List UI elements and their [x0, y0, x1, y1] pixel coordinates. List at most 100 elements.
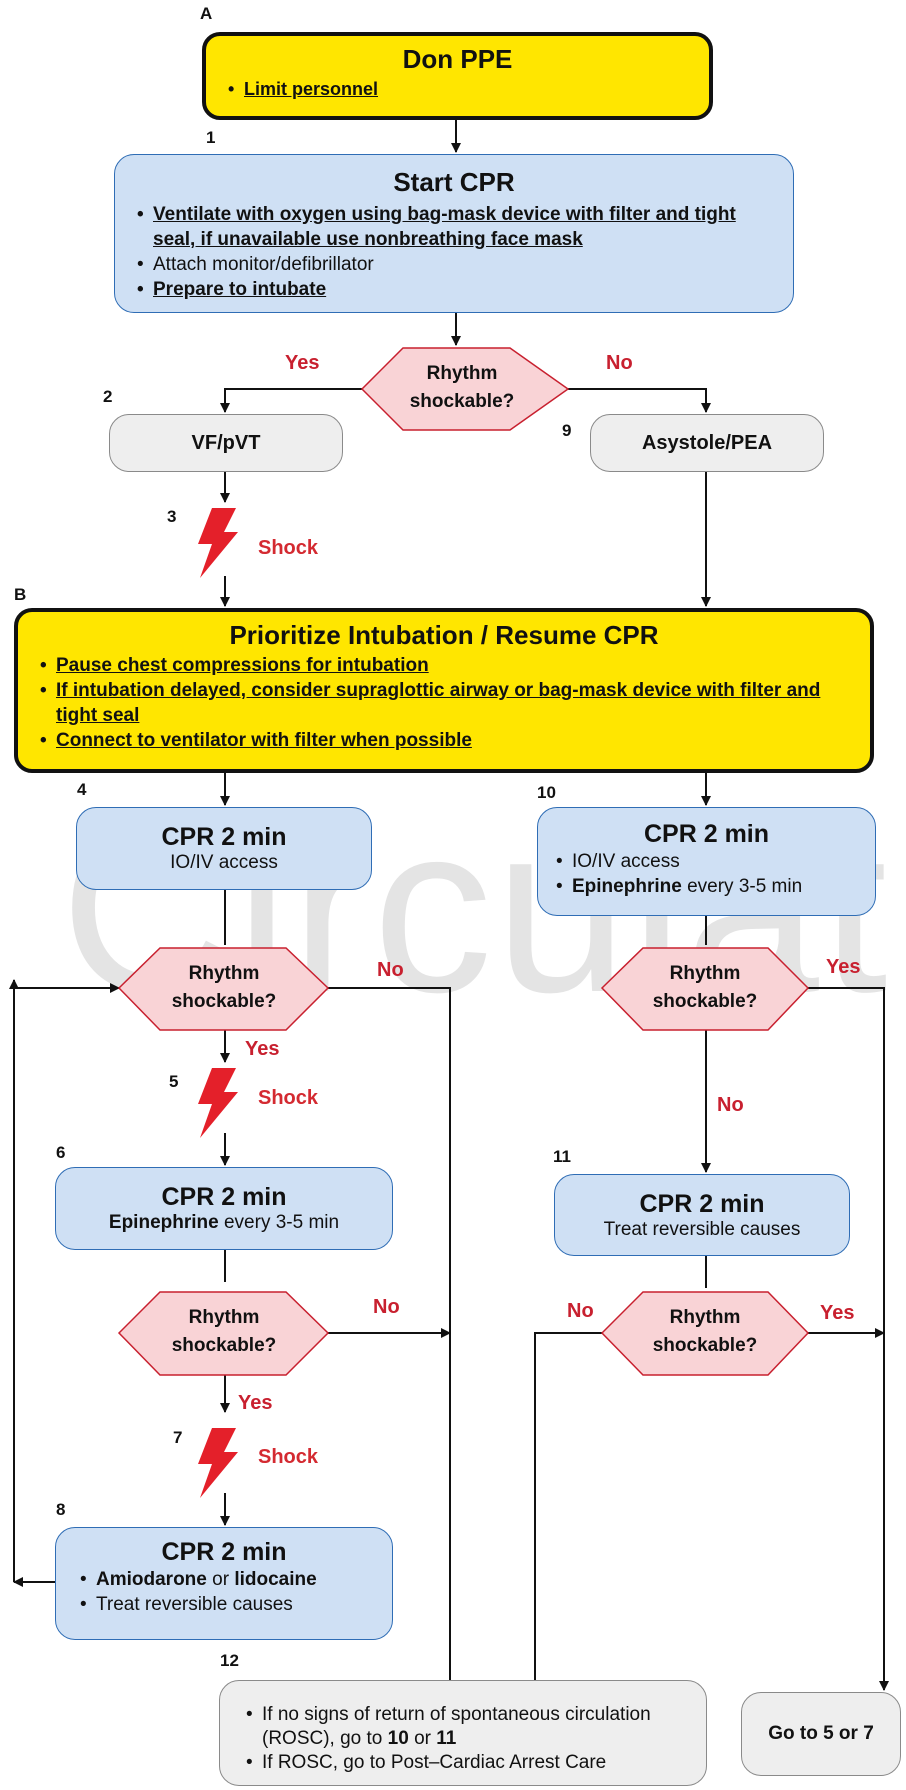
label-8: 8 [56, 1500, 66, 1519]
start-cpr-bullet-2: Attach monitor/defibrillator [133, 252, 775, 277]
prioritize-box: Prioritize Intubation / Resume CPR Pause… [14, 608, 874, 773]
cpr-8-bullet-2: Treat reversible causes [76, 1592, 372, 1617]
decision-l1-text: Rhythm shockable? [154, 960, 294, 1016]
cpr-6-title: CPR 2 min [161, 1183, 287, 1211]
cpr-4-box: CPR 2 min IO/IV access [76, 807, 372, 890]
start-cpr-box: Start CPR Ventilate with oxygen using ba… [114, 154, 794, 313]
decision-l2-yes: Yes [238, 1392, 273, 1414]
label-12: 12 [220, 1651, 239, 1670]
box-12-list: If no signs of return of spontaneous cir… [242, 1703, 686, 1775]
decision-shape-main [360, 347, 570, 431]
start-cpr-bullet-1: Ventilate with oxygen using bag-mask dev… [133, 202, 775, 252]
prioritize-list: Pause chest compressions for intubation … [36, 653, 852, 753]
decision-r1-yes: Yes [826, 956, 861, 978]
prioritize-title: Prioritize Intubation / Resume CPR [229, 620, 659, 650]
cpr-8-bullet-1-bold1: Amiodarone [96, 1569, 207, 1590]
decision-main-text: Rhythm shockable? [392, 360, 532, 416]
cpr-8-box: CPR 2 min Amiodarone or lidocaine Treat … [55, 1527, 393, 1640]
label-B: B [14, 585, 27, 604]
decision-l1-yes: Yes [245, 1038, 280, 1060]
label-10: 10 [537, 783, 556, 802]
don-ppe-box: Don PPE Limit personnel [202, 32, 713, 120]
cpr-4-text: IO/IV access [170, 852, 278, 873]
decision-shapes [117, 347, 810, 1376]
shock-3-label: Shock [258, 537, 319, 559]
start-cpr-title: Start CPR [393, 167, 515, 197]
decision-main-line2: shockable? [409, 391, 515, 412]
lightning-icon-3 [198, 508, 238, 578]
cpr-8-bullet-1: Amiodarone or lidocaine [76, 1567, 372, 1592]
decision-r1-text: Rhythm shockable? [635, 960, 775, 1016]
label-5: 5 [169, 1072, 179, 1091]
decision-r2-line1: Rhythm [669, 1307, 741, 1328]
cpr-10-list: IO/IV access Epinephrine every 3-5 min [552, 849, 861, 899]
lightning-icons [198, 508, 238, 1498]
decision-r1-line2: shockable? [652, 991, 758, 1012]
decision-main-yes: Yes [285, 352, 320, 374]
decision-l1-line1: Rhythm [188, 963, 260, 984]
label-3: 3 [167, 507, 177, 526]
decision-shape-r1 [600, 947, 810, 1031]
decision-l2-text: Rhythm shockable? [154, 1304, 294, 1360]
vf-pvt-box: VF/pVT [109, 414, 343, 472]
cpr-6-box: CPR 2 min Epinephrine every 3-5 min [55, 1167, 393, 1250]
decision-shape-r2 [600, 1291, 810, 1376]
cpr-11-box: CPR 2 min Treat reversible causes [554, 1174, 850, 1256]
start-cpr-list: Ventilate with oxygen using bag-mask dev… [133, 202, 775, 302]
decision-r1-line1: Rhythm [669, 963, 741, 984]
decision-l2-line1: Rhythm [188, 1307, 260, 1328]
decision-r2-line2: shockable? [652, 1335, 758, 1356]
decision-l2-no: No [373, 1296, 400, 1318]
cpr-6-text-bold: Epinephrine [108, 1212, 219, 1233]
box-12-bullet-1: If no signs of return of spontaneous cir… [242, 1703, 686, 1751]
box-12-bullet-1-bold1: 10 [387, 1728, 409, 1749]
decision-r1-no: No [717, 1094, 744, 1116]
box-12-bullet-1-pre: If no signs of return of spontaneous cir… [262, 1704, 651, 1749]
cpr-8-title: CPR 2 min [161, 1538, 287, 1566]
cpr-10-title: CPR 2 min [643, 820, 770, 848]
shock-5-label: Shock [258, 1087, 319, 1109]
decision-l1-no: No [377, 959, 404, 981]
box-12: If no signs of return of spontaneous cir… [219, 1680, 707, 1786]
cpr-10-bullet-2-bold: Epinephrine [572, 876, 682, 897]
cpr-4-title: CPR 2 min [161, 823, 287, 851]
don-ppe-title: Don PPE [402, 44, 513, 74]
prioritize-bullet-1: Pause chest compressions for intubation [36, 653, 852, 678]
don-ppe-bullet-1: Limit personnel [224, 79, 691, 100]
label-1: 1 [206, 128, 216, 147]
cpr-10-box: CPR 2 min IO/IV access Epinephrine every… [537, 807, 876, 916]
decision-shape-l2 [117, 1291, 330, 1376]
box-12-bullet-1-bold2: 11 [436, 1728, 457, 1749]
cpr-8-bullet-1-mid: or [206, 1569, 235, 1590]
don-ppe-list: Limit personnel [224, 79, 691, 100]
decision-l1-line2: shockable? [171, 991, 277, 1012]
shock-7-label: Shock [258, 1446, 319, 1468]
cpr-10-bullet-2-rest: every 3-5 min [681, 876, 803, 897]
asystole-pea-box: Asystole/PEA [590, 414, 824, 472]
start-cpr-bullet-3: Prepare to intubate [133, 277, 775, 302]
label-2: 2 [103, 387, 113, 406]
lightning-icon-7 [198, 1428, 238, 1498]
cpr-10-bullet-2: Epinephrine every 3-5 min [552, 874, 861, 899]
cpr-11-title: CPR 2 min [639, 1189, 765, 1218]
cpr-6-text: Epinephrine every 3-5 min [109, 1212, 339, 1234]
decision-main-no: No [606, 352, 633, 374]
lightning-icon-5 [198, 1068, 238, 1138]
label-11: 11 [553, 1147, 571, 1166]
prioritize-bullet-2: If intubation delayed, consider supraglo… [36, 678, 852, 728]
cpr-10-bullet-1: IO/IV access [552, 849, 861, 874]
label-A: A [200, 4, 213, 23]
goto-box: Go to 5 or 7 [741, 1692, 901, 1776]
cpr-8-list: Amiodarone or lidocaine Treat reversible… [76, 1567, 372, 1617]
label-9: 9 [562, 421, 572, 440]
decision-l2-line2: shockable? [171, 1335, 277, 1356]
label-6: 6 [56, 1143, 66, 1162]
label-4: 4 [77, 780, 87, 799]
prioritize-bullet-3: Connect to ventilator with filter when p… [36, 728, 852, 753]
box-12-bullet-2: If ROSC, go to Post–Cardiac Arrest Care [242, 1751, 686, 1775]
cpr-8-bullet-1-bold2: lidocaine [234, 1569, 317, 1590]
decision-r2-text: Rhythm shockable? [635, 1304, 775, 1360]
decision-shape-l1 [117, 947, 330, 1031]
decision-r2-no: No [567, 1300, 594, 1322]
